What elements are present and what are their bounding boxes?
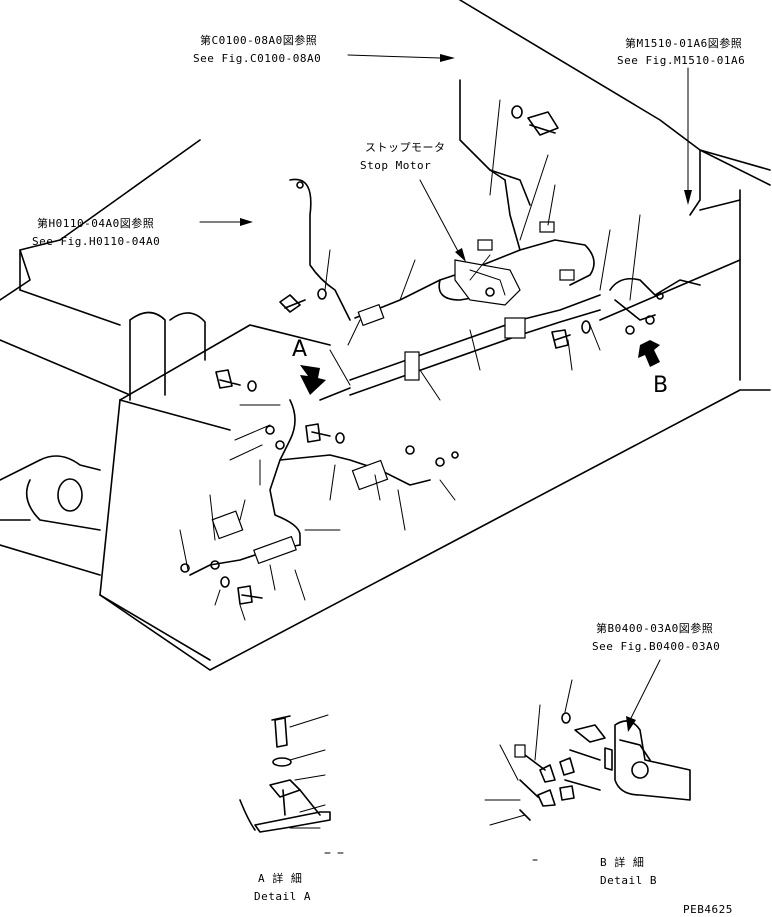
drawing-number: PEB4625 (683, 903, 733, 916)
detail-a-jp: A 詳 細 (258, 872, 303, 885)
stop-motor-en: Stop Motor (360, 159, 432, 172)
detail-b-drawing (484, 679, 691, 861)
ref-h0110-en: See Fig.H0110-04A0 (32, 235, 161, 248)
bolts-washers (215, 105, 591, 605)
ref-c0100-jp: 第C0100-08A0図参照 (200, 34, 318, 47)
ref-b0400-jp: 第B0400-03A0図参照 (596, 622, 714, 635)
ref-m1510-en: See Fig.M1510-01A6 (617, 54, 746, 67)
machine-frame-outline (0, 0, 771, 671)
ref-b0400-en: See Fig.B0400-03A0 (592, 640, 721, 653)
connectors (180, 181, 664, 573)
leader-lines (179, 54, 692, 732)
stop-motor-jp: ストップモータ (365, 141, 446, 154)
view-marker-a: A (292, 337, 308, 362)
ref-c0100-en: See Fig.C0100-08A0 (193, 52, 322, 65)
view-marker-b: B (653, 373, 669, 398)
detail-b-en: Detail B (600, 874, 657, 887)
detail-a-drawing (239, 714, 344, 854)
detail-a-en: Detail A (254, 890, 311, 903)
ref-m1510-jp: 第M1510-01A6図参照 (625, 37, 743, 50)
harness-main (189, 79, 701, 576)
view-arrows (300, 340, 660, 395)
harness-clips (211, 221, 575, 565)
ref-h0110-jp: 第H0110-04A0図参照 (37, 217, 155, 230)
detail-b-jp: B 詳 細 (600, 856, 645, 869)
